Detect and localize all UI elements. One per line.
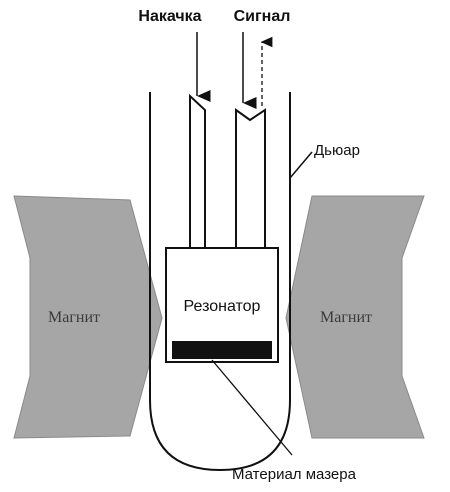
dewar-label: Дьюар bbox=[314, 142, 360, 159]
signal-label: Сигнал bbox=[234, 8, 291, 25]
magnet-right-label: Магнит bbox=[320, 309, 372, 326]
maser-material-bar bbox=[172, 341, 272, 359]
magnet-left-label: Магнит bbox=[48, 309, 100, 326]
left-magnet bbox=[13, 195, 163, 439]
pump-waveguide bbox=[189, 93, 206, 248]
pump-label: Накачка bbox=[138, 8, 201, 25]
dewar-leader bbox=[289, 151, 313, 179]
maser-material-leader bbox=[211, 359, 293, 456]
resonator-label: Резонатор bbox=[184, 298, 261, 315]
maser-material-label: Материал мазера bbox=[232, 466, 357, 483]
dewar-vessel bbox=[149, 92, 291, 472]
signal-waveguide bbox=[235, 108, 266, 248]
